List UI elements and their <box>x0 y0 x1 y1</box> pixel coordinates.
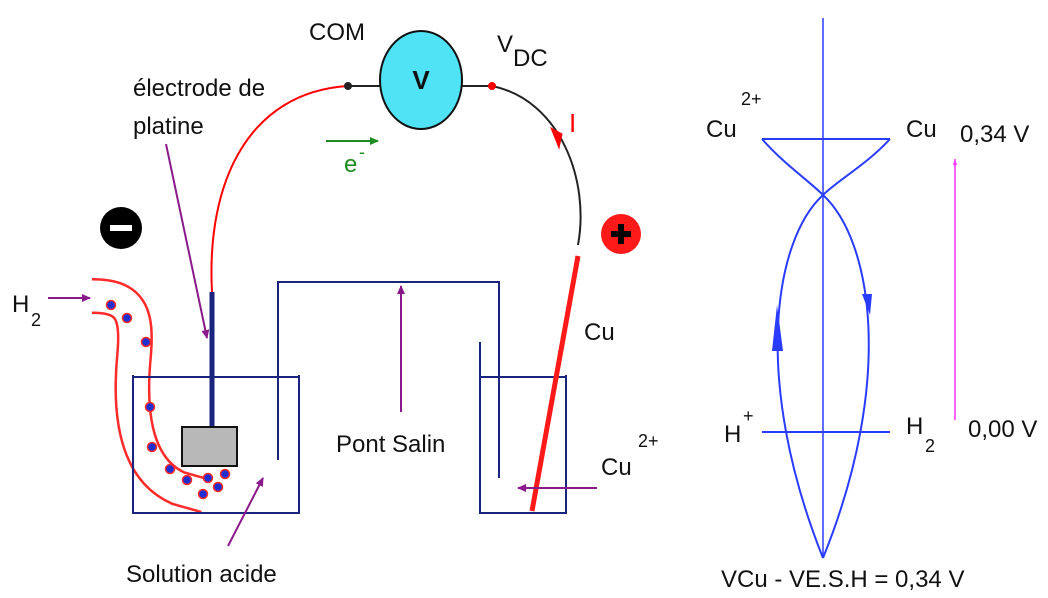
h-ion-charge: + <box>743 406 754 426</box>
bubble <box>219 468 231 480</box>
hydrogen-bubbles <box>105 299 231 500</box>
reduction-direction-arrow <box>862 294 872 315</box>
h-ion-label: H <box>724 421 741 448</box>
cu-label: Cu <box>906 116 937 143</box>
electrode-label-line2: platine <box>133 113 204 140</box>
acid-solution-pointer <box>227 477 264 547</box>
copper-electrode <box>529 255 581 512</box>
bubble <box>212 481 224 493</box>
left-beaker <box>132 375 300 514</box>
negative-pole-bar <box>110 225 132 231</box>
h-oxidation-curve <box>776 138 891 559</box>
h2-label: H <box>906 413 923 440</box>
h-potential-label: 0,00 V <box>968 416 1037 443</box>
bubble <box>144 401 156 413</box>
bubble <box>121 312 133 324</box>
electron-label: e <box>344 151 357 178</box>
electron-charge: - <box>359 142 365 162</box>
oxidation-direction-arrow <box>772 305 783 351</box>
salt-bridge <box>277 281 500 478</box>
cu-reduction-curve <box>761 138 870 559</box>
bubble <box>202 472 214 484</box>
bubble <box>105 299 117 311</box>
h2-inlet-sub: 2 <box>31 310 41 330</box>
voltmeter-label: V <box>412 65 430 95</box>
salt-bridge-label: Pont Salin <box>336 431 445 458</box>
vdc-sub-label: DC <box>513 45 548 72</box>
h2-inlet-label: H <box>12 291 29 318</box>
anode-wire <box>210 85 349 293</box>
copper-ion-label: Cu <box>601 454 632 481</box>
bubble <box>146 441 158 453</box>
cathode-wire <box>491 85 582 246</box>
vdc-terminal <box>488 82 496 90</box>
cu-potential-label: 0,34 V <box>960 121 1029 148</box>
cu2-label: Cu <box>706 116 737 143</box>
com-label: COM <box>309 19 365 46</box>
bubble <box>197 488 209 500</box>
platinum-plate <box>181 426 238 467</box>
acid-solution-label: Solution acide <box>126 561 277 588</box>
com-terminal <box>344 82 352 90</box>
voltmeter-body <box>379 30 463 130</box>
copper-ion-charge: 2+ <box>638 431 659 451</box>
copper-electrode-label: Cu <box>584 319 615 346</box>
h2-sub: 2 <box>925 436 935 456</box>
positive-pole-vbar <box>618 224 624 244</box>
current-arrow <box>550 126 563 150</box>
potential-equation: VCu - VE.S.H = 0,34 V <box>721 566 964 593</box>
bubble <box>164 463 176 475</box>
electrode-pointer <box>165 143 210 339</box>
bubble <box>140 336 152 348</box>
hydrogen-tube-bore <box>91 280 211 511</box>
cu2-charge: 2+ <box>741 89 762 109</box>
right-beaker <box>479 342 567 514</box>
current-label: I <box>569 108 576 138</box>
vdc-main-label: V <box>497 31 513 58</box>
bubble <box>181 474 193 486</box>
electrode-label-line1: électrode de <box>133 75 265 102</box>
